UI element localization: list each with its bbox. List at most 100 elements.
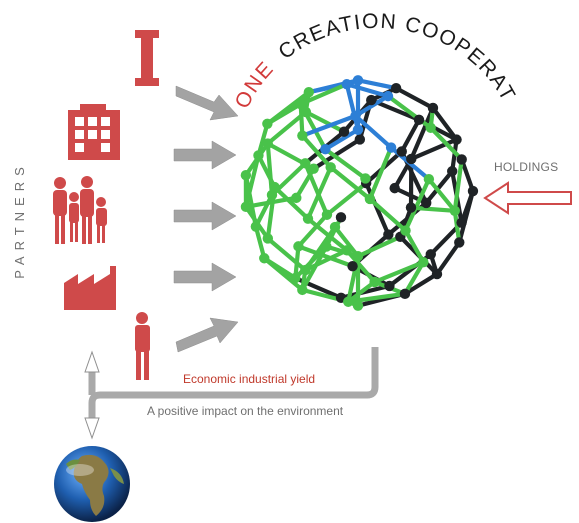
lattice-node	[451, 134, 462, 145]
lattice-node	[262, 118, 273, 129]
family-icon	[53, 176, 107, 244]
lattice-node	[293, 241, 304, 252]
lattice-strut	[372, 260, 426, 285]
lattice-strut	[428, 125, 464, 162]
lattice-strut	[300, 113, 358, 138]
arrowhead-up	[84, 350, 100, 373]
lattice-strut	[457, 188, 476, 245]
lattice-strut	[265, 101, 303, 126]
lattice-strut	[355, 78, 399, 91]
lattice-node	[352, 124, 364, 135]
lattice-strut	[303, 248, 349, 273]
environment-impact-label: A positive impact on the environment	[147, 404, 344, 418]
lattice-node	[384, 280, 395, 292]
individual-icon	[135, 30, 159, 86]
lattice-node	[406, 153, 417, 165]
lattice-strut	[256, 153, 277, 190]
lattice-strut	[434, 240, 462, 277]
lattice-node	[405, 202, 417, 213]
lattice-node	[262, 233, 274, 244]
lattice-node	[352, 75, 364, 86]
lattice-node	[389, 182, 400, 194]
lattice-strut	[355, 234, 403, 259]
lattice-node	[240, 170, 252, 181]
lattice-strut	[346, 279, 377, 304]
lattice-node	[329, 221, 341, 233]
lattice-node	[262, 138, 273, 149]
lattice-node	[320, 144, 331, 155]
lattice-strut	[303, 109, 347, 134]
lattice-node	[400, 225, 411, 236]
lattice-node	[447, 166, 458, 177]
lattice-node	[303, 86, 315, 98]
arrow-building	[173, 140, 237, 170]
lattice-strut	[298, 82, 349, 107]
arrow-family	[173, 201, 237, 231]
lattice-strut	[399, 117, 422, 154]
lattice-node	[259, 253, 270, 264]
lattice-strut	[332, 224, 361, 259]
cooperative-title: ONE CREATION COOPERATIVE	[0, 0, 520, 112]
lattice-node	[425, 249, 436, 260]
building-icon	[68, 104, 120, 160]
lattice-node	[431, 268, 443, 280]
lattice-strut	[305, 165, 333, 221]
lattice-node	[399, 288, 411, 300]
lattice-strut	[344, 82, 391, 99]
lattice-node	[347, 260, 358, 272]
lattice-node	[321, 241, 332, 252]
lattice-node	[308, 163, 319, 174]
lattice-strut	[424, 169, 455, 205]
lattice-strut	[353, 113, 394, 150]
lattice-strut	[253, 192, 275, 229]
lattice-node	[354, 134, 366, 145]
lattice-node	[335, 212, 347, 223]
lattice-node	[302, 213, 314, 224]
lattice-strut	[303, 161, 330, 217]
lattice-strut	[450, 137, 459, 174]
arrowhead-down	[84, 417, 100, 440]
partners-label: PARTNERS	[14, 161, 27, 279]
lattice-node	[360, 173, 371, 184]
lattice-node	[385, 142, 397, 153]
lattice-node	[325, 162, 336, 173]
lattice-node	[423, 173, 435, 185]
holdings-arrow	[483, 181, 572, 215]
lattice-strut	[296, 212, 330, 249]
lattice-strut	[323, 127, 361, 152]
lattice-strut	[409, 137, 459, 162]
lattice-node	[396, 146, 407, 157]
lattice-node	[352, 251, 364, 262]
lattice-node	[297, 130, 308, 141]
arrow-factory	[173, 262, 237, 292]
lattice-node	[290, 272, 301, 284]
arrow-person	[175, 317, 239, 353]
lattice-node	[425, 122, 436, 133]
lattice-strut	[256, 121, 270, 158]
lattice-strut	[452, 208, 462, 245]
lattice-strut	[402, 271, 440, 296]
lattice-strut	[300, 244, 329, 292]
lattice-strut	[253, 224, 267, 261]
lattice-strut	[262, 256, 305, 292]
lattice-node	[300, 158, 311, 169]
lattice-strut	[364, 181, 391, 237]
cooperative-lattice-sphere	[240, 75, 479, 311]
lattice-strut	[385, 94, 433, 130]
lattice-node	[300, 264, 311, 276]
lattice-strut	[298, 101, 305, 138]
lattice-node	[467, 185, 479, 197]
lattice-strut	[452, 157, 464, 213]
lattice-node	[421, 197, 432, 209]
lattice-node	[364, 193, 376, 205]
lattice-strut	[328, 165, 372, 202]
return-flow-lines	[88, 347, 379, 420]
lattice-node	[321, 209, 333, 220]
lattice-strut	[403, 228, 426, 265]
lattice-node	[253, 150, 264, 161]
lattice-node	[291, 192, 302, 204]
lattice-node	[366, 94, 377, 106]
lattice-node	[343, 296, 354, 307]
lattice-strut	[367, 145, 394, 202]
lattice-node	[269, 181, 280, 193]
